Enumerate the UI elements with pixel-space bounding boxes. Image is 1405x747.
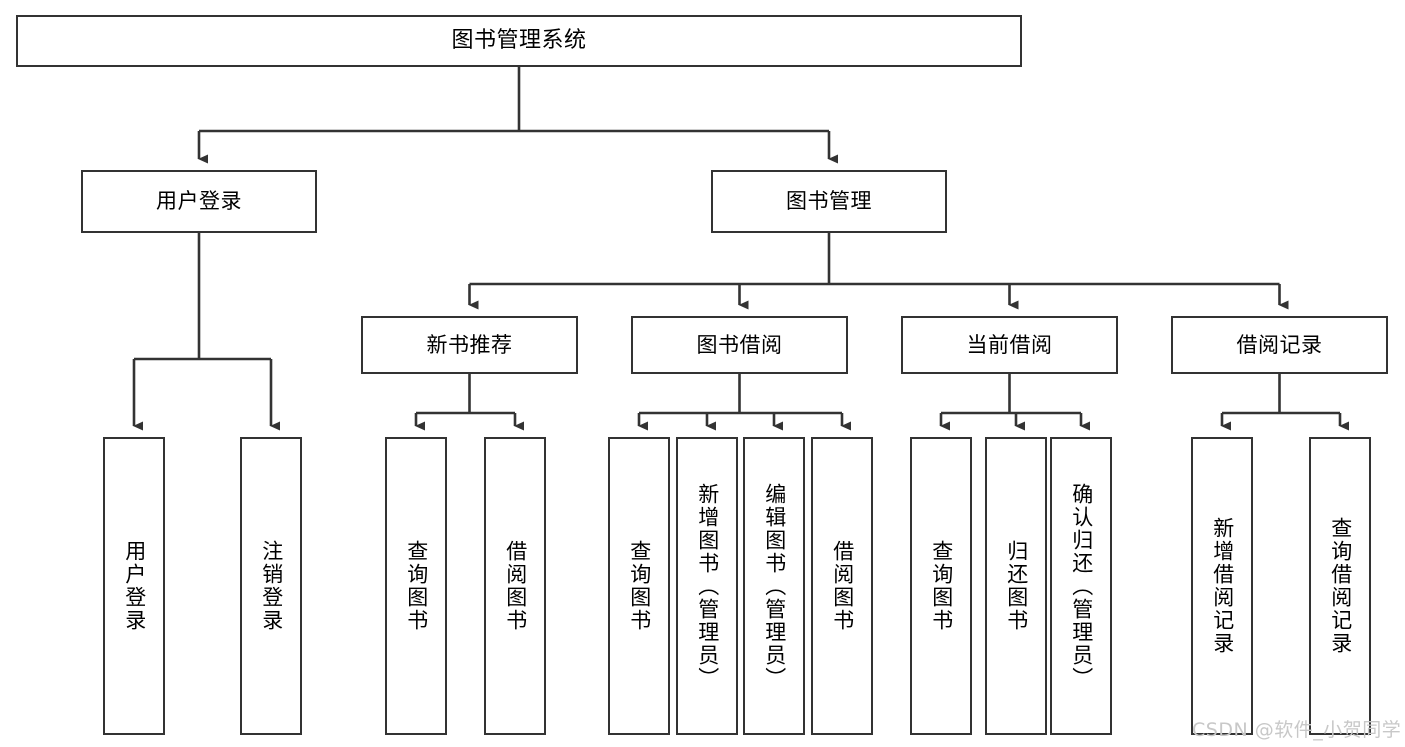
node-leaf-query-book-rec[interactable]: 查询图书 <box>385 437 447 735</box>
node-label-leaf-confirm-return: 确认归还（管理员） <box>1069 482 1094 690</box>
node-label-leaf-borrow-book: 借阅图书 <box>830 540 855 632</box>
node-leaf-return-book[interactable]: 归还图书 <box>985 437 1047 735</box>
node-label-book-borrow: 图书借阅 <box>696 332 783 357</box>
node-leaf-query-record[interactable]: 查询借阅记录 <box>1309 437 1371 735</box>
node-book-manage[interactable]: 图书管理 <box>711 170 947 233</box>
node-leaf-user-login[interactable]: 用户登录 <box>103 437 165 735</box>
node-label-user-login: 用户登录 <box>156 189 242 214</box>
node-new-book-rec[interactable]: 新书推荐 <box>361 316 578 374</box>
node-label-leaf-query-record: 查询借阅记录 <box>1328 517 1353 655</box>
node-label-leaf-add-record: 新增借阅记录 <box>1210 517 1235 655</box>
node-label-leaf-return-book: 归还图书 <box>1004 540 1029 632</box>
node-label-leaf-edit-book: 编辑图书（管理员） <box>762 482 787 690</box>
node-label-leaf-user-logout: 注销登录 <box>259 540 284 632</box>
node-leaf-user-logout[interactable]: 注销登录 <box>240 437 302 735</box>
node-user-login[interactable]: 用户登录 <box>81 170 317 233</box>
node-leaf-edit-book[interactable]: 编辑图书（管理员） <box>743 437 805 735</box>
node-label-root: 图书管理系统 <box>451 28 587 54</box>
node-label-leaf-query-book-borrow: 查询图书 <box>627 540 652 632</box>
node-leaf-query-book-cur[interactable]: 查询图书 <box>910 437 972 735</box>
node-label-leaf-add-book: 新增图书（管理员） <box>695 482 720 690</box>
node-label-new-book-rec: 新书推荐 <box>426 332 513 357</box>
csdn-watermark: CSDN @软件_小贺同学 <box>1192 719 1402 741</box>
node-label-leaf-user-login: 用户登录 <box>122 540 147 632</box>
node-book-borrow[interactable]: 图书借阅 <box>631 316 848 374</box>
node-leaf-add-book[interactable]: 新增图书（管理员） <box>676 437 738 735</box>
node-leaf-confirm-return[interactable]: 确认归还（管理员） <box>1050 437 1112 735</box>
node-root[interactable]: 图书管理系统 <box>16 15 1022 67</box>
node-leaf-borrow-book[interactable]: 借阅图书 <box>811 437 873 735</box>
node-borrow-record[interactable]: 借阅记录 <box>1171 316 1388 374</box>
node-leaf-add-record[interactable]: 新增借阅记录 <box>1191 437 1253 735</box>
node-label-current-borrow: 当前借阅 <box>966 332 1053 357</box>
node-leaf-borrow-book-rec[interactable]: 借阅图书 <box>484 437 546 735</box>
node-label-leaf-borrow-book-rec: 借阅图书 <box>503 540 528 632</box>
node-current-borrow[interactable]: 当前借阅 <box>901 316 1118 374</box>
node-label-leaf-query-book-rec: 查询图书 <box>404 540 429 632</box>
node-label-book-manage: 图书管理 <box>786 189 872 214</box>
node-label-leaf-query-book-cur: 查询图书 <box>929 540 954 632</box>
node-leaf-query-book-borrow[interactable]: 查询图书 <box>608 437 670 735</box>
node-label-borrow-record: 借阅记录 <box>1236 332 1323 357</box>
